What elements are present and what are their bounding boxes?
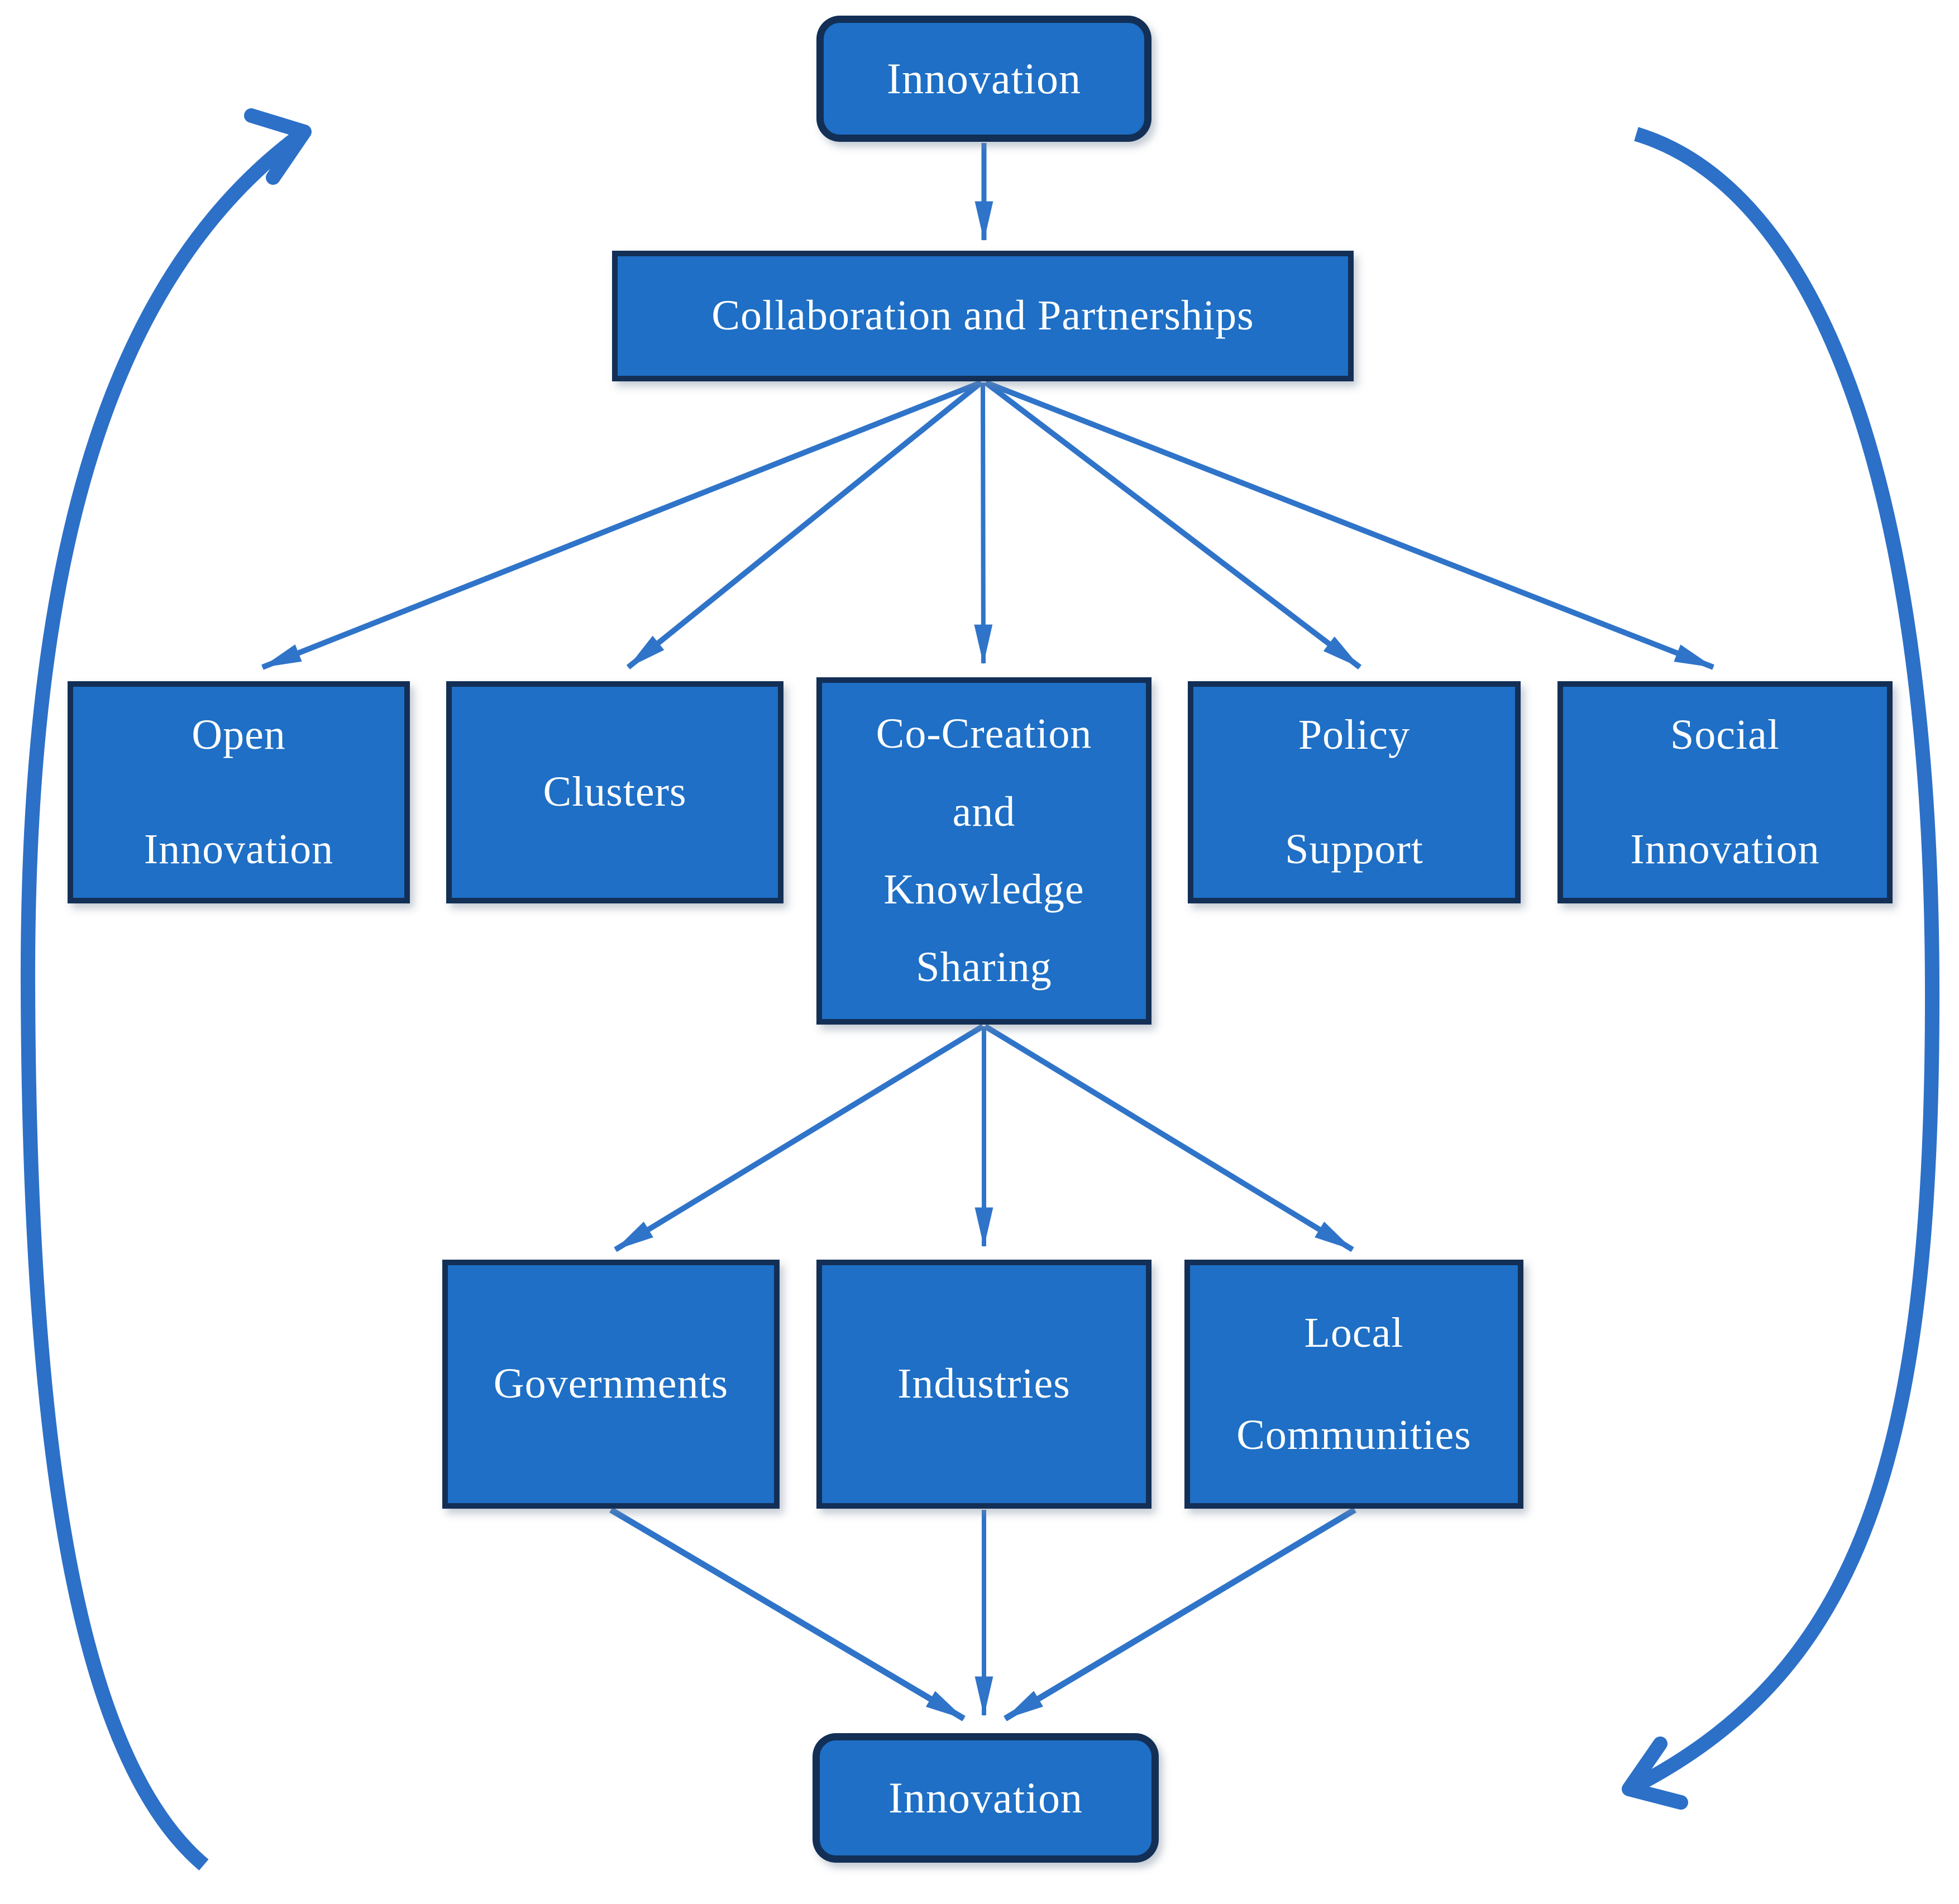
left-cycle-arrow <box>20 128 306 1870</box>
node-cocreation-knowledge-sharing: Co-Creation and Knowledge Sharing <box>816 677 1151 1025</box>
node-cocreation-line: Co-Creation <box>876 710 1092 758</box>
node-industries: Industries <box>816 1260 1151 1509</box>
node-clusters: Clusters <box>446 681 783 903</box>
node-collaboration-label: Collaboration and Partnerships <box>711 292 1254 339</box>
node-industries-label: Industries <box>897 1360 1071 1408</box>
node-innovation-bottom: Innovation <box>813 1733 1159 1863</box>
right-cycle-arrowhead <box>1622 1736 1688 1810</box>
node-collaboration-and-partnerships: Collaboration and Partnerships <box>612 251 1354 381</box>
right-cycle-arrow <box>1628 127 1940 1795</box>
node-policy-support: Policy Support <box>1188 681 1521 903</box>
node-cocreation-line: and <box>952 788 1016 835</box>
node-local-communities-line: Local <box>1304 1309 1404 1356</box>
node-policy-line: Support <box>1285 826 1423 873</box>
node-policy-line: Policy <box>1298 711 1411 758</box>
edge-collaboration-to-policy <box>983 380 1362 669</box>
edge-collaboration-to-open-innovation <box>261 380 982 670</box>
node-governments-label: Governments <box>493 1360 729 1408</box>
node-innovation-top-label: Innovation <box>887 54 1081 103</box>
node-local-communities-line: Communities <box>1236 1412 1471 1458</box>
node-local-communities: Local Communities <box>1184 1260 1523 1509</box>
node-social-innovation: Social Innovation <box>1557 681 1893 903</box>
edge-governments-to-innovation-bottom <box>609 1507 966 1721</box>
edge-cocreation-to-governments <box>614 1023 985 1252</box>
node-open-innovation-line: Open <box>192 711 286 758</box>
node-clusters-label: Clusters <box>543 768 687 816</box>
node-cocreation-line: Knowledge <box>883 866 1084 913</box>
node-innovation-bottom-label: Innovation <box>888 1773 1083 1822</box>
node-innovation-top: Innovation <box>816 16 1151 142</box>
node-open-innovation: Open Innovation <box>68 681 410 903</box>
node-governments: Governments <box>442 1260 780 1509</box>
left-cycle-arrowhead <box>244 108 312 185</box>
node-social-line: Innovation <box>1630 826 1820 873</box>
edge-collaboration-to-social <box>985 380 1714 670</box>
edge-collaboration-to-clusters <box>626 380 983 669</box>
node-cocreation-line: Sharing <box>916 944 1052 991</box>
edge-local-communities-to-innovation-bottom <box>1004 1507 1356 1721</box>
node-social-line: Social <box>1670 711 1780 758</box>
edge-cocreation-to-local-communities <box>983 1023 1354 1252</box>
node-open-innovation-line: Innovation <box>144 826 334 873</box>
